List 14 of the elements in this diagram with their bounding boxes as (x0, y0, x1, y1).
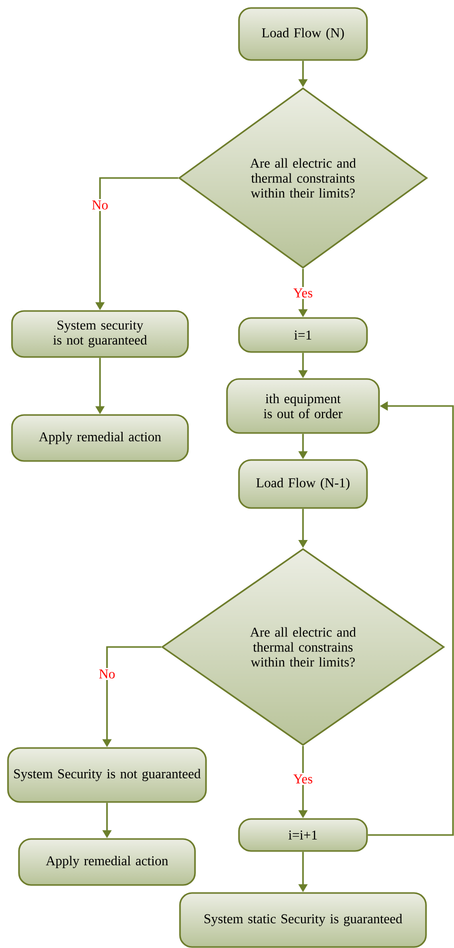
process-box: i=1 (238, 317, 368, 353)
process-box: i=i+1 (238, 818, 368, 852)
process-box: Load Flow (N-1) (238, 459, 368, 509)
process-box: Load Flow (N) (238, 7, 368, 61)
process-box: Apply remedial action (18, 838, 196, 886)
edge-label: Yes (292, 773, 314, 785)
process-box: ith equipment is out of order (226, 378, 380, 434)
edge-label: Yes (292, 287, 314, 299)
process-box: System static Security is guaranteed (179, 892, 427, 948)
process-box: Apply remedial action (11, 414, 189, 462)
edge-label: No (97, 668, 117, 680)
process-box: System security is not guaranteed (11, 310, 189, 358)
edge-label: No (90, 199, 110, 211)
process-box: System Security is not guaranteed (7, 747, 207, 803)
